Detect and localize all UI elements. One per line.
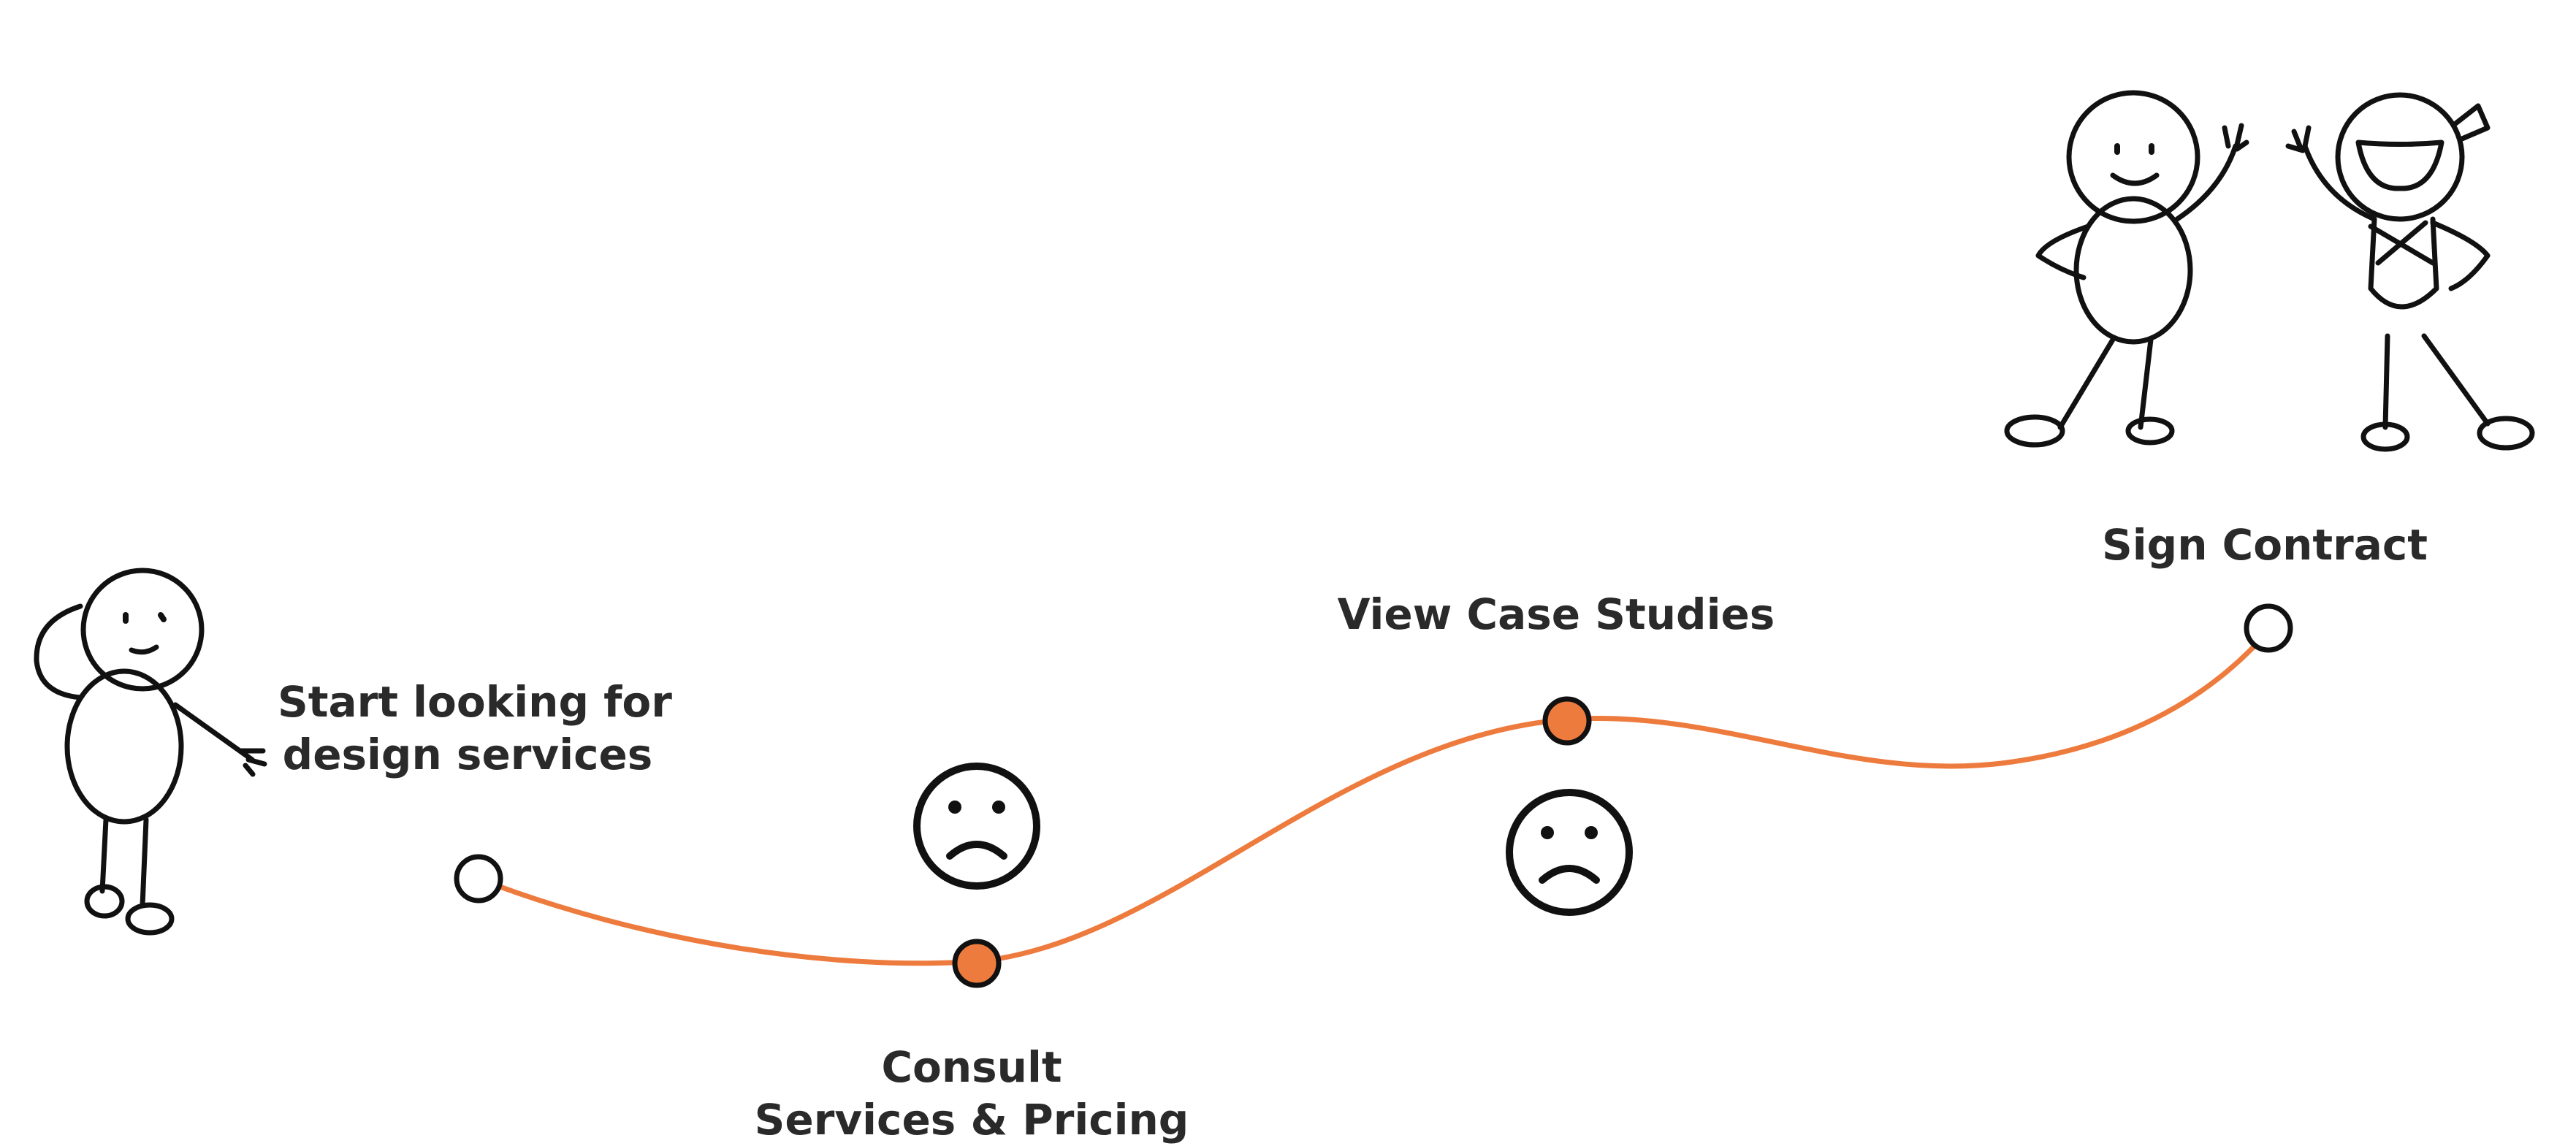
celebrating-figures-illustration <box>2004 90 2535 452</box>
step-label-start: Start looking for design services <box>278 676 672 781</box>
sad-face-icon <box>1506 789 1633 916</box>
step-label-consult: Consult Services & Pricing <box>752 1041 1191 1146</box>
step-marker-start <box>454 854 503 904</box>
step-label-line: design services <box>282 730 653 779</box>
step-label-sign: Sign Contract <box>2060 519 2469 571</box>
thinking-figure-illustration <box>34 568 267 936</box>
step-marker-consult <box>952 939 1002 988</box>
step-label-line: Sign Contract <box>2102 520 2428 570</box>
journey-path <box>476 630 2269 966</box>
step-marker-case-studies <box>1542 696 1592 746</box>
step-label-line: Consult <box>881 1042 1062 1092</box>
step-label-line: Start looking for <box>278 677 672 727</box>
step-label-line: View Case Studies <box>1337 589 1775 639</box>
sad-face-icon <box>913 763 1040 890</box>
step-marker-sign <box>2244 603 2293 653</box>
step-label-case-studies: View Case Studies <box>1315 588 1797 641</box>
step-label-line: Services & Pricing <box>754 1095 1189 1145</box>
